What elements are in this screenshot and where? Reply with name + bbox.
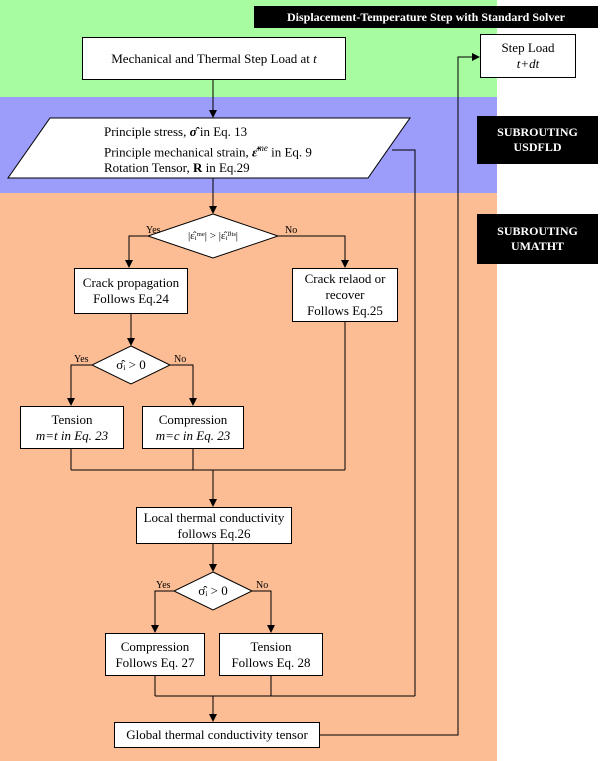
decision-1-text: |ε̂ᵢᵐᵉ| > |ε̂ᵢˡⁱᵗˢ| — [187, 230, 239, 242]
decision-2-yes: Yes — [74, 354, 89, 365]
crack-reload-line3: Follows Eq.25 — [307, 303, 383, 318]
umatht-tag-line1: SUBROUTING — [497, 224, 578, 238]
step-load-line1: Step Load — [501, 40, 555, 55]
crack-reload-box: Crack relaod or recover Follows Eq.25 — [292, 268, 398, 322]
decision-1-no: No — [285, 225, 298, 236]
decision-3-yes: Yes — [156, 580, 171, 591]
usdfld-tag-line1: SUBROUTING — [497, 125, 578, 139]
tension-1-line2: m=t in Eq. 23 — [35, 427, 109, 443]
tension-1-line1: Tension — [51, 411, 93, 427]
compression-1-line2: m=c in Eq. 23 — [155, 427, 231, 443]
stress-block-text: Principle stress, σ̂ in Eq. 13 Principle… — [104, 124, 312, 176]
mech-thermal-load-text: Mechanical and Thermal Step Load at t — [111, 50, 317, 66]
step-load-box: Step Load t+dt — [480, 34, 576, 78]
step-load-line2: t+dt — [516, 56, 540, 71]
local-conductivity-line2: follows Eq.26 — [177, 525, 251, 541]
decision-1-yes: Yes — [146, 225, 161, 236]
decision-3-text: σ̂ᵢ > 0 — [198, 583, 228, 598]
umatht-tag-line2: UMATHT — [510, 239, 565, 253]
compression-box-2: Compression Follows Eq. 27 — [105, 633, 205, 676]
crack-propagation-line2: Follows Eq.24 — [93, 291, 169, 306]
crack-propagation-line1: Crack propagation — [82, 275, 180, 290]
tension-2-line2: Follows Eq. 28 — [231, 654, 311, 670]
tension-2-line1: Tension — [250, 638, 292, 654]
mech-thermal-load-box: Mechanical and Thermal Step Load at t — [82, 37, 346, 80]
umatht-tag: SUBROUTING UMATHT — [477, 214, 598, 264]
principle-stress-line: Principle stress, σ̂ in Eq. 13 — [104, 124, 248, 139]
global-conductivity-text: Global thermal conductivity tensor — [126, 727, 308, 742]
local-conductivity-box: Local thermal conductivity follows Eq.26 — [136, 507, 292, 544]
decision-2-text: σ̂ᵢ > 0 — [116, 357, 146, 372]
principle-strain-line: Principle mechanical strain, ε̂me in Eq.… — [104, 143, 312, 160]
decision-diamond-3 — [172, 571, 254, 611]
tension-box-2: Tension Follows Eq. 28 — [219, 633, 323, 676]
compression-2-line2: Follows Eq. 27 — [115, 654, 195, 670]
header-title: Displacement-Temperature Step with Stand… — [254, 6, 598, 28]
stress-parallelogram — [7, 117, 411, 179]
rotation-tensor-line: Rotation Tensor, R in Eq.29 — [104, 160, 250, 176]
decision-3-no: No — [256, 580, 269, 591]
header-title-text: Displacement-Temperature Step with Stand… — [287, 9, 565, 24]
global-conductivity-box: Global thermal conductivity tensor — [114, 722, 320, 748]
decision-2-no: No — [174, 354, 187, 365]
tension-box-1: Tension m=t in Eq. 23 — [20, 406, 124, 449]
crack-reload-line1: Crack relaod or — [304, 271, 386, 286]
compression-2-line1: Compression — [120, 638, 190, 654]
local-conductivity-line1: Local thermal conductivity — [143, 509, 285, 525]
compression-box-1: Compression m=c in Eq. 23 — [142, 406, 244, 449]
compression-1-line1: Compression — [158, 411, 228, 427]
crack-reload-line2: recover — [325, 287, 365, 302]
decision-diamond-2 — [90, 345, 172, 385]
usdfld-tag: SUBROUTING USDFLD — [477, 116, 598, 164]
usdfld-tag-line2: USDFLD — [513, 140, 562, 154]
decision-diamond-1 — [146, 213, 280, 259]
crack-propagation-box: Crack propagation Follows Eq.24 — [74, 268, 188, 314]
